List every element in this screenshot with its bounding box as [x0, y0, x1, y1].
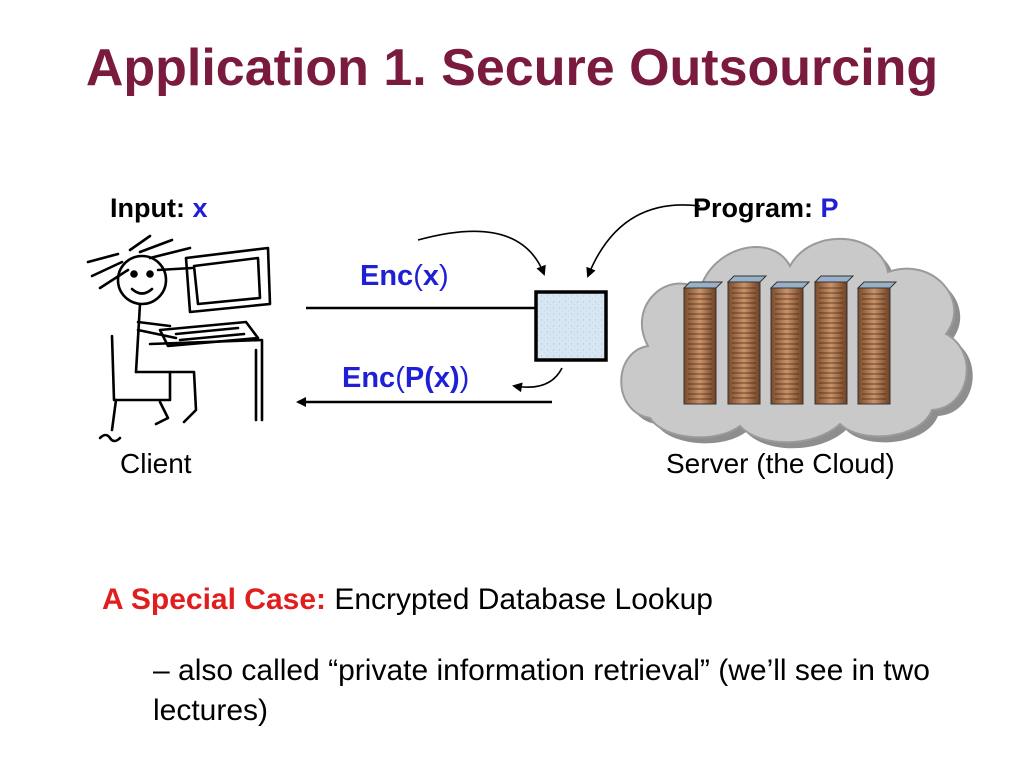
- enc-px-open-paren: (: [395, 362, 405, 394]
- encrypted-box-icon: [534, 290, 608, 362]
- program-label-text: Program:: [693, 193, 814, 223]
- enc-x-var: x: [422, 260, 439, 292]
- server-tower-icon: [682, 281, 724, 405]
- enc-x-label: Enc(x): [360, 260, 449, 293]
- special-case-label: A Special Case:: [102, 583, 326, 616]
- enc-px-fn: Enc: [342, 362, 396, 394]
- input-label-text: Input:: [110, 193, 185, 223]
- input-variable: x: [192, 193, 208, 223]
- enc-x-curve-arrow: [417, 230, 546, 276]
- program-variable: P: [820, 193, 839, 223]
- pir-note: – also called “private information retri…: [153, 654, 930, 727]
- server-tower-icon: [813, 275, 855, 405]
- program-curve-arrow: [586, 204, 701, 278]
- result-curve-arrow: [512, 367, 563, 393]
- server-tower-icon: [726, 275, 768, 405]
- server-tower-icon: [769, 281, 811, 405]
- enc-x-open-paren: (: [413, 260, 423, 292]
- stick-figure-at-computer-icon: [86, 234, 272, 443]
- special-case-text: Encrypted Database Lookup: [334, 583, 713, 616]
- server-label: Server (the Cloud): [666, 448, 895, 479]
- enc-px-var: P(x): [404, 362, 460, 394]
- program-label: Program: P: [693, 193, 839, 224]
- special-case-line: A Special Case: Encrypted Database Looku…: [102, 583, 713, 617]
- client-label: Client: [120, 448, 192, 479]
- enc-x-fn: Enc: [360, 260, 414, 292]
- server-tower-icon: [856, 281, 898, 405]
- input-label: Input: x: [110, 193, 208, 224]
- enc-x-close-paren: ): [439, 260, 449, 292]
- slide-title: Application 1. Secure Outsourcing: [85, 39, 939, 97]
- enc-px-close-paren: ): [459, 362, 470, 394]
- cloud-servers-icon: [620, 237, 973, 449]
- enc-px-label: Enc(P(x)): [342, 362, 469, 395]
